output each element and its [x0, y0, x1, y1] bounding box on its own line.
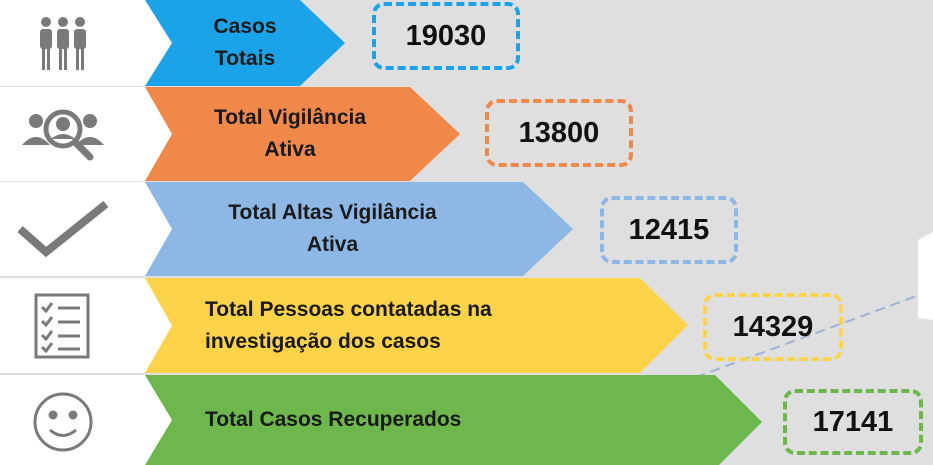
arrow-banner — [140, 375, 762, 465]
arrow-banner — [140, 182, 573, 276]
arrow-banner — [140, 0, 345, 86]
people-search-icon — [22, 109, 104, 161]
icon-panel — [0, 182, 172, 276]
stat-label: Casos Totais — [213, 15, 277, 70]
stat-row-altas-vigilancia: Total Altas Vigilância Ativa 12415 — [0, 182, 933, 276]
stat-row-casos-recuperados: Total Casos Recuperados 17141 — [0, 375, 933, 465]
stat-row-vigilancia-ativa: Total Vigilância Ativa 13800 — [0, 87, 933, 181]
stat-label: Total Altas Vigilância Ativa — [228, 201, 437, 256]
checkmark-icon — [18, 200, 108, 258]
arrow-banner — [140, 278, 688, 373]
stat-value: 14329 — [703, 293, 843, 361]
people-group-icon — [40, 17, 86, 70]
icon-panel — [0, 278, 172, 373]
icon-panel — [0, 0, 172, 86]
arrow-banner — [140, 87, 460, 181]
stat-row-casos-totais: Casos Totais 19030 — [0, 0, 933, 86]
stat-label: Total Vigilância Ativa — [213, 106, 367, 161]
stat-value: 17141 — [783, 389, 923, 455]
smiley-face-icon — [33, 392, 93, 452]
stat-value: 12415 — [600, 196, 738, 264]
icon-panel — [0, 375, 172, 465]
checklist-icon — [34, 293, 90, 358]
stat-label: Total Pessoas contatadas na investigação… — [205, 297, 492, 353]
stat-value: 13800 — [485, 99, 633, 167]
icon-panel — [0, 87, 172, 181]
stat-row-pessoas-contatadas: Total Pessoas contatadas na investigação… — [0, 278, 933, 373]
stat-label: Total Casos Recuperados — [205, 408, 462, 431]
stat-value: 19030 — [372, 2, 520, 70]
